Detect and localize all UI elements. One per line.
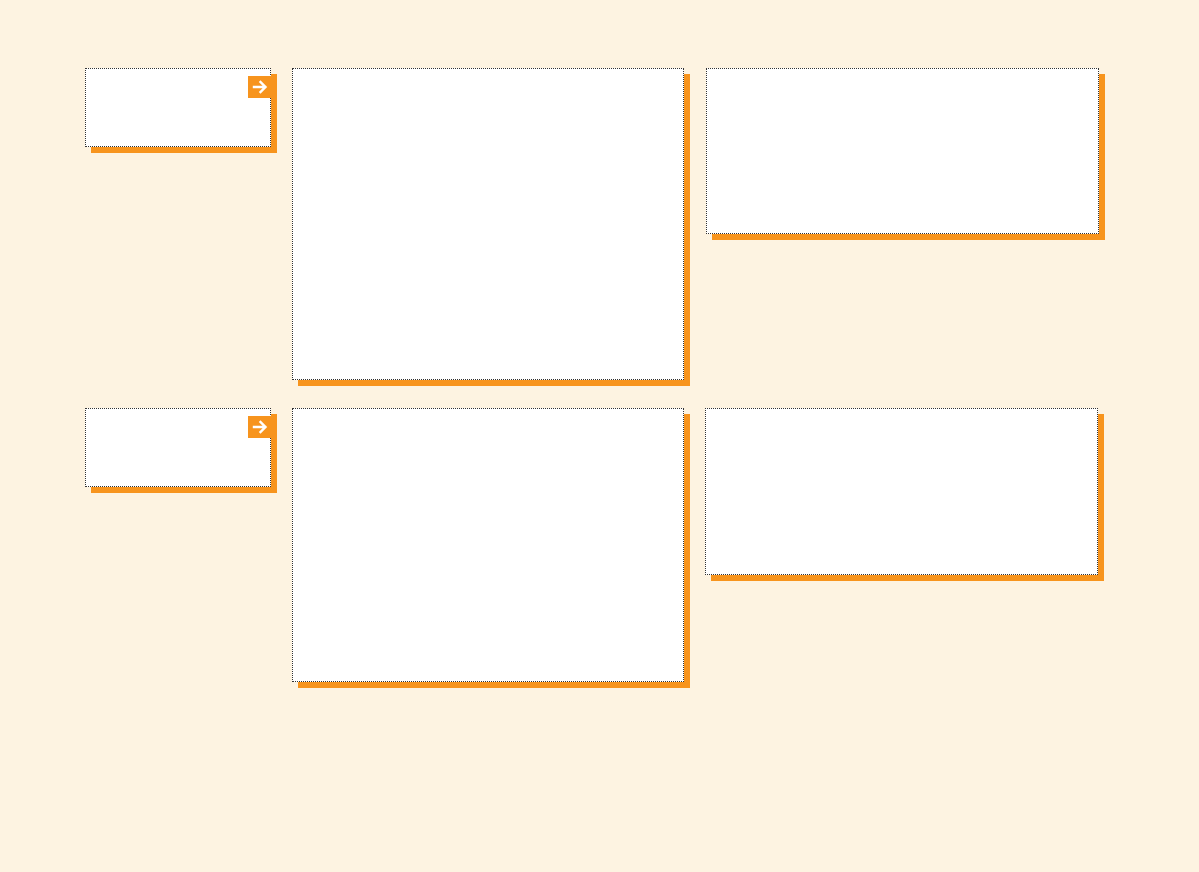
nav-tile-2[interactable] (85, 408, 271, 487)
arrow-right-icon (252, 420, 267, 434)
nav-tile-1[interactable] (85, 68, 271, 147)
arrow-right-icon (252, 80, 267, 94)
main-panel-1 (292, 68, 684, 380)
go-button[interactable] (248, 416, 271, 438)
main-panel-2 (292, 408, 684, 682)
go-button[interactable] (248, 76, 271, 98)
side-panel-1 (706, 68, 1099, 234)
side-panel-2 (705, 408, 1098, 575)
